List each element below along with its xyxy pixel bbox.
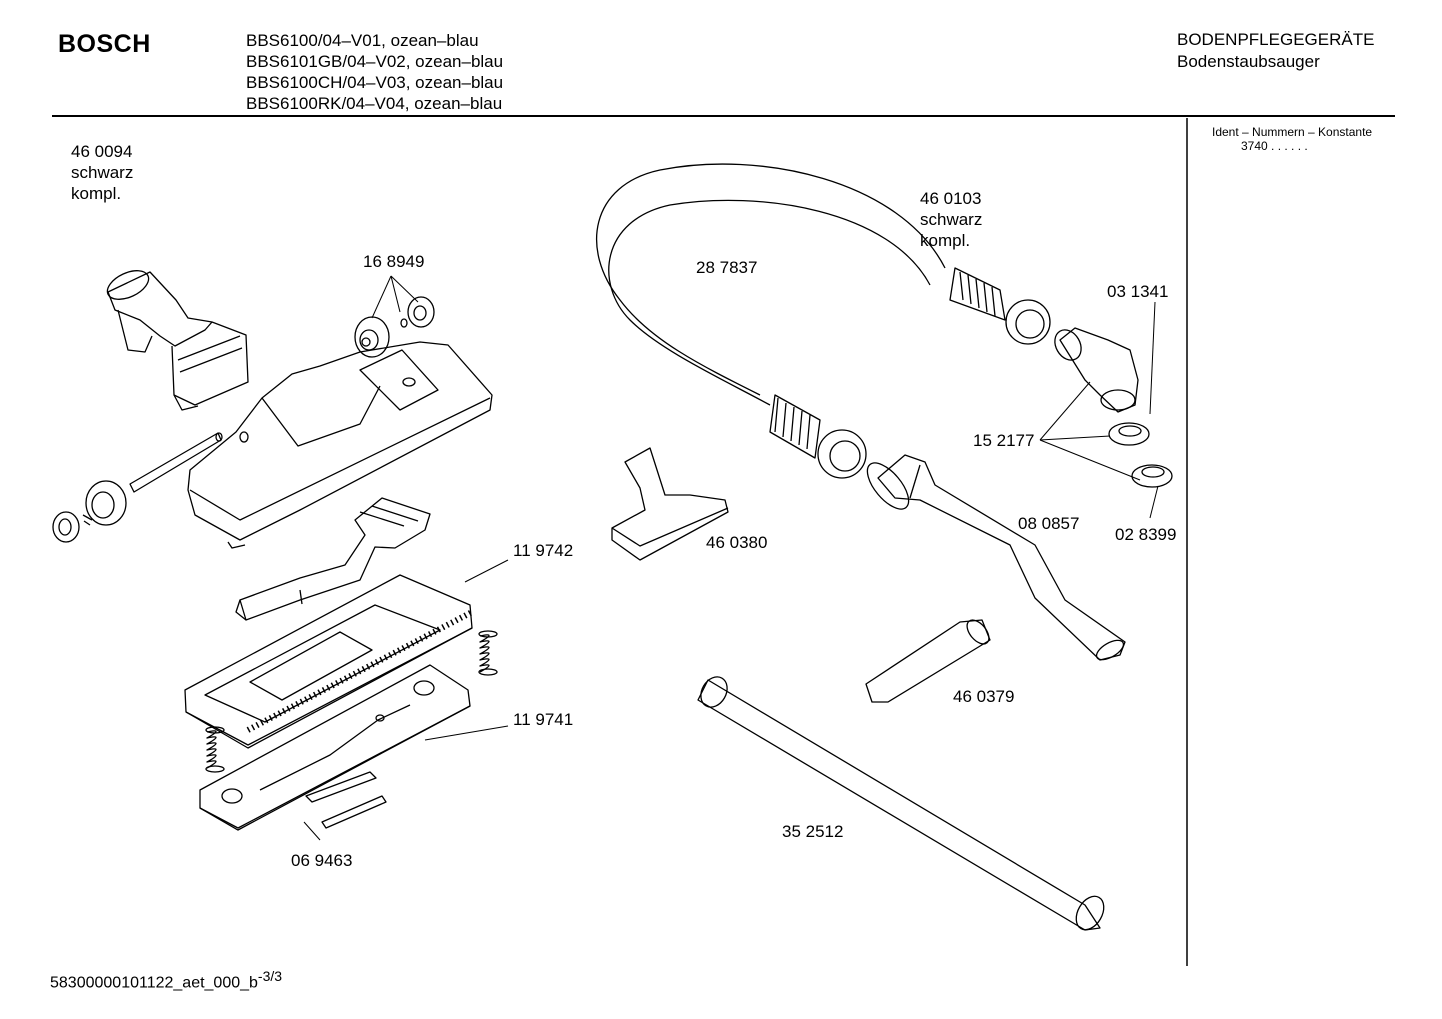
ident-title: Ident – Nummern – Konstante [1212, 125, 1373, 139]
leader-168949-c [390, 275, 419, 303]
label-line: 46 0094 [71, 142, 133, 161]
model-line: BBS6100RK/04–V04, ozean–blau [246, 94, 503, 113]
page-number: -3/3 [257, 968, 283, 984]
label-352512: 35 2512 [782, 822, 844, 841]
label-460380: 46 0380 [706, 533, 768, 552]
axle-rod-drawing [129, 432, 223, 493]
label-460094: 46 0094 schwarz kompl. [71, 141, 133, 204]
ident-value: 3740 . . . . . . [1241, 139, 1308, 153]
wheel-pair-drawing [354, 296, 435, 358]
extension-tube-drawing [697, 676, 1105, 931]
seal-strips-drawing [305, 771, 387, 829]
hose-drawing [595, 163, 1051, 479]
brand-logo: BOSCH [58, 30, 151, 58]
leader-152177-b [1039, 435, 1111, 441]
label-028399: 02 8399 [1115, 525, 1177, 544]
model-list: BBS6100/04–V01, ozean–blau BBS6101GB/04–… [246, 30, 503, 114]
leader-152177-c [1039, 439, 1141, 481]
leader-031341 [1149, 301, 1156, 415]
label-168949: 16 8949 [363, 252, 425, 271]
label-line: kompl. [71, 184, 122, 203]
nozzle-housing-drawing [187, 341, 493, 549]
leader-069463 [303, 821, 321, 841]
leader-168949-a [371, 275, 392, 319]
label-119742: 11 9742 [513, 541, 574, 560]
subcategory-title: Bodenstaubsauger [1177, 52, 1320, 71]
label-031341: 03 1341 [1107, 282, 1169, 301]
label-287837: 28 7837 [696, 258, 758, 277]
label-line: schwarz [71, 163, 134, 182]
hose-elbow-drawing [1054, 327, 1139, 413]
nozzle-adapter-drawing [106, 270, 249, 411]
label-460103: 46 0103 schwarz kompl. [920, 188, 982, 251]
spring-right-drawing [478, 630, 498, 676]
leader-119741 [424, 725, 509, 741]
model-line: BBS6100CH/04–V03, ozean–blau [246, 73, 504, 92]
model-line: BBS6101GB/04–V02, ozean–blau [246, 52, 504, 71]
document-code: 58300000101122_aet_000_b-3/3 [50, 968, 282, 992]
upholstery-nozzle-drawing [611, 447, 729, 561]
leader-152177-a [1039, 381, 1091, 441]
document-code-text: 58300000101122_aet_000_b [50, 974, 258, 992]
label-line: schwarz [920, 210, 983, 229]
base-plate-drawing [199, 664, 471, 831]
leader-119742 [464, 559, 509, 583]
leader-168949-b [390, 275, 401, 313]
front-wheel-drawing [52, 480, 127, 543]
label-line: 46 0103 [920, 189, 982, 208]
locking-rings-drawing [1108, 422, 1173, 488]
crevice-tool-drawing [865, 619, 991, 703]
handle-tube-drawing [866, 454, 1126, 661]
category-title: BODENPFLEGEGERÄTE [1177, 30, 1375, 49]
pedal-lever-drawing [235, 497, 431, 621]
label-152177: 15 2177 [973, 431, 1035, 450]
label-460379: 46 0379 [953, 687, 1015, 706]
label-069463: 06 9463 [291, 851, 353, 870]
label-119741: 11 9741 [513, 710, 574, 729]
leader-028399 [1149, 485, 1159, 519]
spring-left-drawing [205, 726, 225, 773]
label-line: kompl. [920, 231, 971, 250]
brush-plate-drawing [184, 574, 474, 749]
model-line: BBS6100/04–V01, ozean–blau [246, 31, 479, 50]
label-080857: 08 0857 [1018, 514, 1080, 533]
